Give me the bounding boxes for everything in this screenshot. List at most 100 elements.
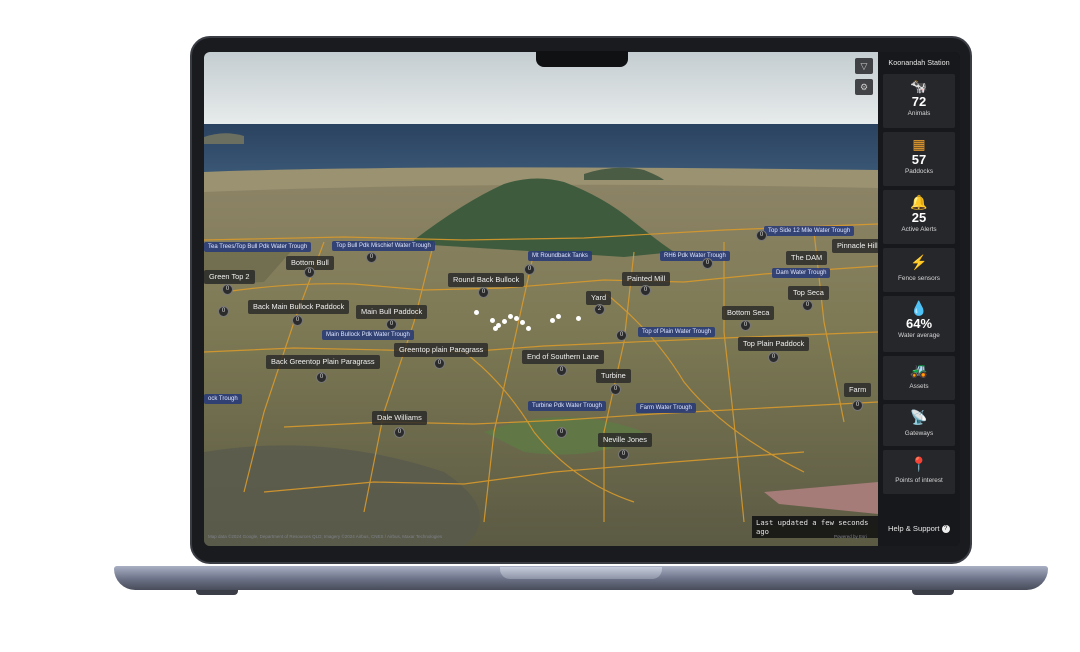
- satellite-terrain: [204, 52, 878, 546]
- station-title: Koonandah Station: [888, 58, 950, 67]
- paddock-count: 0: [556, 365, 567, 376]
- paddock-count: 0: [434, 358, 445, 369]
- paddock-label[interactable]: Bottom Bull: [286, 256, 334, 270]
- trough-label[interactable]: ock Trough: [204, 394, 242, 404]
- animal-marker[interactable]: [496, 323, 501, 328]
- trough-count: 0: [616, 330, 627, 341]
- trough-label[interactable]: RH6 Pdk Water Trough: [660, 251, 730, 261]
- animal-marker[interactable]: [520, 320, 525, 325]
- animal-marker[interactable]: [556, 314, 561, 319]
- paddock-count: 0: [768, 352, 779, 363]
- water-average-label: Water average: [898, 332, 940, 339]
- paddock-label[interactable]: Pinnacle Hill: [832, 239, 878, 253]
- paddock-label[interactable]: Back Greentop Plain Paragrass: [266, 355, 380, 369]
- paddock-label[interactable]: Painted Mill: [622, 272, 671, 286]
- map-view[interactable]: Tea Trees/Top Bull Pdk Water Trough Top …: [204, 52, 878, 546]
- trough-label[interactable]: Top Bull Pdk Mischief Water Trough: [332, 241, 435, 251]
- gateways-label: Gateways: [904, 430, 934, 437]
- fence-sensors-card[interactable]: ⚡ Fence sensors: [883, 248, 955, 292]
- trough-label[interactable]: Turbine Pdk Water Trough: [528, 401, 606, 411]
- paddock-count: 0: [218, 306, 229, 317]
- paddock-label[interactable]: Dale Williams: [372, 411, 427, 425]
- paddock-label[interactable]: Round Back Bullock: [448, 273, 525, 287]
- animal-marker[interactable]: [550, 318, 555, 323]
- paddock-label[interactable]: Turbine: [596, 369, 631, 383]
- paddock-label[interactable]: Yard: [586, 291, 612, 305]
- paddock-count: 0: [478, 287, 489, 298]
- paddock-count: 0: [292, 315, 303, 326]
- animal-marker[interactable]: [576, 316, 581, 321]
- app-screen: Tea Trees/Top Bull Pdk Water Trough Top …: [204, 52, 960, 546]
- paddock-label[interactable]: Farm: [844, 383, 872, 397]
- alert-bell-icon: 🔔: [910, 194, 928, 210]
- animal-marker[interactable]: [490, 318, 495, 323]
- help-support-link[interactable]: Help & Support ?: [888, 524, 950, 533]
- map-attribution-right: Powered by Esri: [834, 534, 867, 539]
- paddock-label[interactable]: Top Seca: [788, 286, 829, 300]
- trough-label[interactable]: Tea Trees/Top Bull Pdk Water Trough: [204, 242, 312, 252]
- paddocks-map-icon: ▦: [912, 136, 926, 152]
- animals-count: 72: [911, 94, 927, 109]
- paddock-label[interactable]: Greentop plain Paragrass: [394, 343, 489, 357]
- animal-marker[interactable]: [508, 314, 513, 319]
- trough-count: 0: [366, 252, 377, 263]
- settings-button[interactable]: ⚙: [855, 79, 873, 95]
- paddock-count: 0: [852, 400, 863, 411]
- trough-label[interactable]: Main Bullock Pdk Water Trough: [322, 330, 414, 340]
- paddock-count: 0: [802, 300, 813, 311]
- paddock-label[interactable]: End of Southern Lane: [522, 350, 604, 364]
- paddock-count: 0: [640, 285, 651, 296]
- water-average-value: 64%: [905, 316, 933, 331]
- laptop-opening-groove: [500, 567, 662, 579]
- fence-sensors-label: Fence sensors: [898, 275, 940, 282]
- alerts-card[interactable]: 🔔 25 Active Alerts: [883, 190, 955, 244]
- water-card[interactable]: 💧 64% Water average: [883, 296, 955, 352]
- paddock-label[interactable]: Top Plain Paddock: [738, 337, 810, 351]
- points-of-interest-card[interactable]: 📍 Points of interest: [883, 450, 955, 494]
- paddock-label[interactable]: The DAM: [786, 251, 828, 265]
- trough-label[interactable]: Dam Water Trough: [772, 268, 831, 278]
- map-attribution: Map data ©2024 Google, Department of Res…: [208, 534, 443, 539]
- paddock-count: 0: [610, 384, 621, 395]
- trough-count: 0: [524, 264, 535, 275]
- trough-label[interactable]: Farm Water Trough: [636, 403, 696, 413]
- animal-marker[interactable]: [493, 326, 498, 331]
- paddock-count: 0: [740, 320, 751, 331]
- animals-label: Animals: [907, 110, 931, 117]
- paddock-count: 0: [394, 427, 405, 438]
- sidebar: Koonandah Station 🐄 72 Animals ▦ 57 Padd…: [878, 52, 960, 546]
- animal-marker[interactable]: [514, 316, 519, 321]
- paddock-label[interactable]: Green Top 2: [204, 270, 255, 284]
- gateway-icon: 📡: [910, 409, 928, 425]
- fence-sensor-icon: ⚡: [910, 254, 928, 270]
- help-icon: ?: [941, 525, 950, 533]
- animal-marker[interactable]: [526, 326, 531, 331]
- animal-marker[interactable]: [474, 310, 479, 315]
- animals-card[interactable]: 🐄 72 Animals: [883, 74, 955, 128]
- help-support-label: Help & Support: [888, 524, 940, 533]
- trough-label[interactable]: Top of Plain Water Trough: [638, 327, 716, 337]
- animal-marker[interactable]: [502, 319, 507, 324]
- paddocks-card[interactable]: ▦ 57 Paddocks: [883, 132, 955, 186]
- paddock-label[interactable]: Bottom Seca: [722, 306, 775, 320]
- paddock-label[interactable]: Back Main Bullock Paddock: [248, 300, 350, 314]
- trough-label[interactable]: Mt Roundback Tanks: [528, 251, 592, 261]
- alerts-label: Active Alerts: [901, 226, 937, 233]
- tractor-icon: 🚜: [910, 362, 928, 378]
- paddock-count: 0: [304, 267, 315, 278]
- trough-count: 0: [702, 258, 713, 269]
- paddock-label[interactable]: Neville Jones: [598, 433, 652, 447]
- last-updated-text: Last updated a few seconds ago: [752, 516, 878, 538]
- paddocks-count: 57: [911, 152, 927, 167]
- gateways-card[interactable]: 📡 Gateways: [883, 404, 955, 446]
- laptop-foot: [196, 590, 238, 595]
- alerts-count: 25: [911, 210, 927, 225]
- trough-label[interactable]: Top Side 12 Mile Water Trough: [764, 226, 855, 236]
- map-pin-icon: 📍: [910, 456, 928, 472]
- water-tank-icon: 💧: [910, 300, 928, 316]
- paddock-count: 0: [618, 449, 629, 460]
- paddock-label[interactable]: Main Bull Paddock: [356, 305, 428, 319]
- assets-card[interactable]: 🚜 Assets: [883, 356, 955, 400]
- filter-button[interactable]: ▽: [855, 58, 873, 74]
- cow-icon: 🐄: [910, 78, 928, 94]
